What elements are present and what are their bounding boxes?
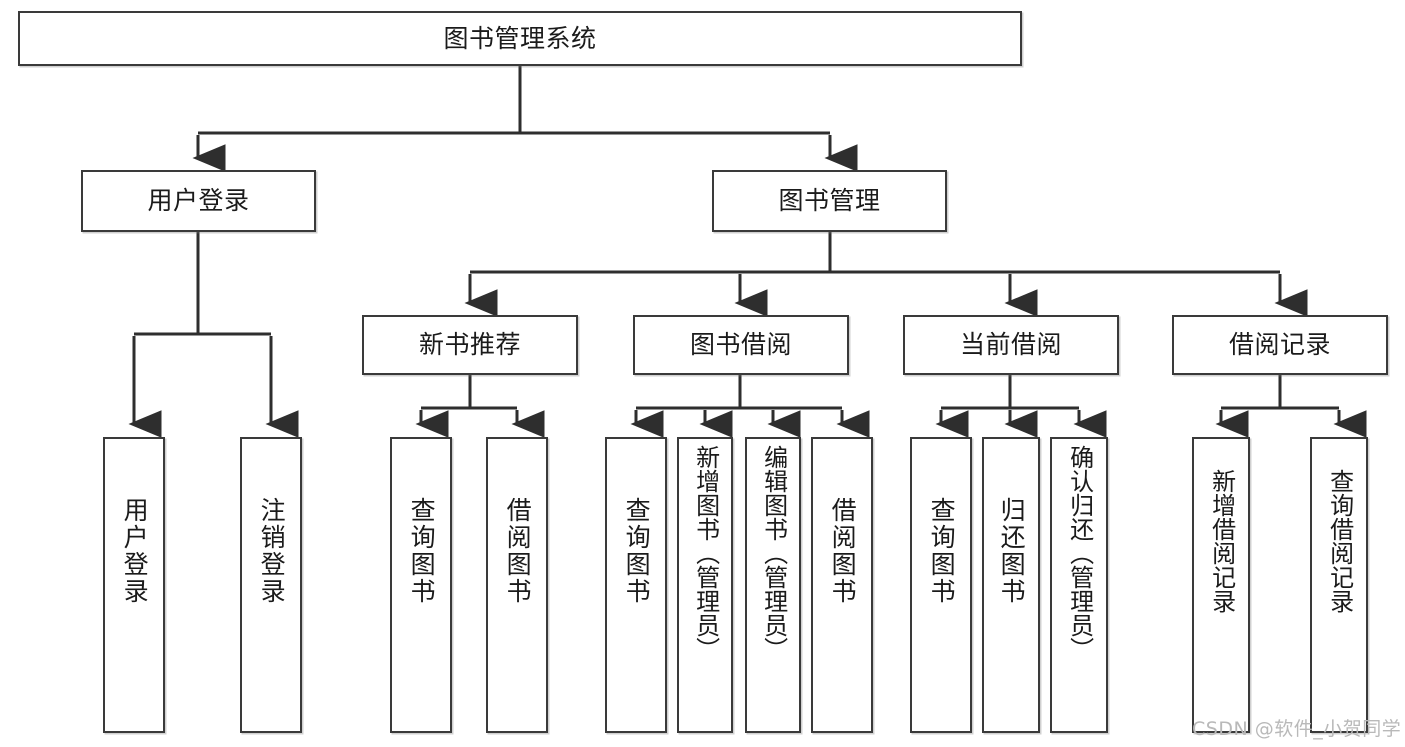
node-leaf-user-login[interactable]: 用户登录 bbox=[103, 437, 165, 733]
node-leaf-query-record-label: 查询借阅记录 bbox=[1325, 469, 1354, 613]
node-new-book-recommend-label: 新书推荐 bbox=[418, 330, 521, 360]
node-new-book-recommend[interactable]: 新书推荐 bbox=[362, 315, 578, 375]
node-leaf-logout-label: 注销登录 bbox=[257, 497, 287, 605]
node-leaf-query-book-c[interactable]: 查询图书 bbox=[910, 437, 972, 733]
node-current-borrow[interactable]: 当前借阅 bbox=[903, 315, 1119, 375]
node-leaf-return-book[interactable]: 归还图书 bbox=[982, 437, 1040, 733]
node-leaf-confirm-return-label: 确认归还（管理员） bbox=[1065, 445, 1094, 661]
node-root-label: 图书管理系统 bbox=[443, 23, 597, 53]
node-leaf-borrow-book-a-label: 借阅图书 bbox=[503, 497, 533, 605]
csdn-watermark: CSDN @软件_小贺同学 bbox=[1192, 718, 1402, 740]
node-borrow-record[interactable]: 借阅记录 bbox=[1172, 315, 1388, 375]
node-book-borrow-label: 图书借阅 bbox=[689, 330, 792, 360]
node-leaf-query-book-a-label: 查询图书 bbox=[407, 497, 437, 605]
node-leaf-logout[interactable]: 注销登录 bbox=[240, 437, 302, 733]
node-user-login-label: 用户登录 bbox=[147, 186, 250, 216]
node-root[interactable]: 图书管理系统 bbox=[18, 11, 1022, 66]
node-book-borrow[interactable]: 图书借阅 bbox=[633, 315, 849, 375]
node-leaf-query-book-c-label: 查询图书 bbox=[927, 497, 957, 605]
node-leaf-user-login-label: 用户登录 bbox=[120, 497, 150, 605]
node-leaf-borrow-book-b[interactable]: 借阅图书 bbox=[811, 437, 873, 733]
node-leaf-edit-book[interactable]: 编辑图书（管理员） bbox=[745, 437, 801, 733]
node-leaf-borrow-book-b-label: 借阅图书 bbox=[828, 497, 858, 605]
node-leaf-add-record-label: 新增借阅记录 bbox=[1207, 469, 1236, 613]
node-leaf-add-record[interactable]: 新增借阅记录 bbox=[1192, 437, 1250, 733]
node-user-login[interactable]: 用户登录 bbox=[81, 170, 316, 232]
node-leaf-add-book-label: 新增图书（管理员） bbox=[691, 445, 720, 661]
node-leaf-query-record[interactable]: 查询借阅记录 bbox=[1310, 437, 1368, 733]
node-borrow-record-label: 借阅记录 bbox=[1228, 330, 1331, 360]
node-leaf-edit-book-label: 编辑图书（管理员） bbox=[759, 445, 788, 661]
node-current-borrow-label: 当前借阅 bbox=[959, 330, 1062, 360]
node-leaf-query-book-b[interactable]: 查询图书 bbox=[605, 437, 667, 733]
node-leaf-add-book[interactable]: 新增图书（管理员） bbox=[677, 437, 733, 733]
node-leaf-query-book-b-label: 查询图书 bbox=[622, 497, 652, 605]
node-leaf-confirm-return[interactable]: 确认归还（管理员） bbox=[1050, 437, 1108, 733]
node-book-manage-label: 图书管理 bbox=[778, 186, 881, 216]
node-leaf-query-book-a[interactable]: 查询图书 bbox=[390, 437, 452, 733]
node-book-manage[interactable]: 图书管理 bbox=[712, 170, 947, 232]
node-leaf-borrow-book-a[interactable]: 借阅图书 bbox=[486, 437, 548, 733]
node-leaf-return-book-label: 归还图书 bbox=[997, 497, 1027, 605]
